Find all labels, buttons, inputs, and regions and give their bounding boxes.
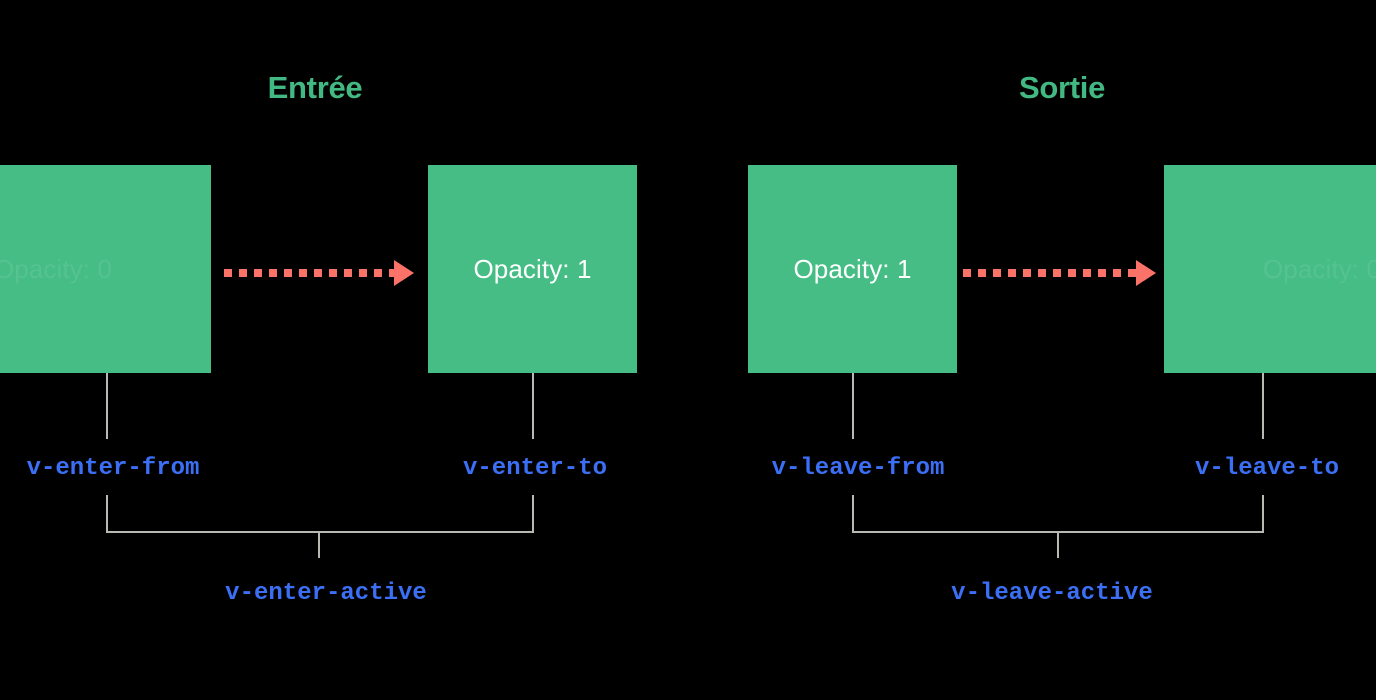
- class-label-v-enter-active: v-enter-active: [225, 580, 427, 607]
- state-box-enter-to: Opacity: 1: [428, 165, 637, 373]
- section-heading-leave: Sortie: [1018, 70, 1106, 105]
- connector-line-leave-from-top: [852, 373, 854, 439]
- bracket-stem-right-leave: [1262, 495, 1264, 533]
- bracket-stem-right-enter: [532, 495, 534, 533]
- bracket-tick-enter: [318, 531, 320, 558]
- class-label-v-leave-to: v-leave-to: [1194, 455, 1340, 482]
- arrow-head-icon: [1136, 260, 1156, 286]
- state-box-leave-to: Opacity: 0: [1164, 165, 1376, 373]
- class-label-v-leave-active: v-leave-active: [951, 580, 1153, 607]
- bracket-stem-left-enter: [106, 495, 108, 533]
- class-label-v-enter-from: v-enter-from: [26, 455, 200, 482]
- state-box-label-leave-to: Opacity: 0: [1262, 253, 1376, 284]
- bracket-stem-left-leave: [852, 495, 854, 533]
- class-label-v-enter-to: v-enter-to: [462, 455, 608, 482]
- class-label-v-leave-from: v-leave-from: [771, 455, 945, 482]
- bracket-tick-leave: [1057, 531, 1059, 558]
- connector-line-enter-to-top: [532, 373, 534, 439]
- bracket-bar-enter: [106, 531, 534, 533]
- arrow-head-icon: [394, 260, 414, 286]
- state-box-enter-from: Opacity: 0: [0, 165, 211, 373]
- connector-line-leave-to-top: [1262, 373, 1264, 439]
- arrow-shaft-icon: [224, 269, 394, 277]
- arrow-shaft-icon: [963, 269, 1136, 277]
- connector-line-enter-from-top: [106, 373, 108, 439]
- dotted-arrow-right-leave: [963, 260, 1156, 286]
- state-box-label-enter-from: Opacity: 0: [0, 253, 113, 284]
- state-box-label-leave-from: Opacity: 1: [793, 253, 912, 284]
- state-box-label-enter-to: Opacity: 1: [473, 253, 592, 284]
- state-box-leave-from: Opacity: 1: [748, 165, 957, 373]
- section-heading-enter: Entrée: [267, 70, 363, 105]
- dotted-arrow-right-enter: [224, 260, 414, 286]
